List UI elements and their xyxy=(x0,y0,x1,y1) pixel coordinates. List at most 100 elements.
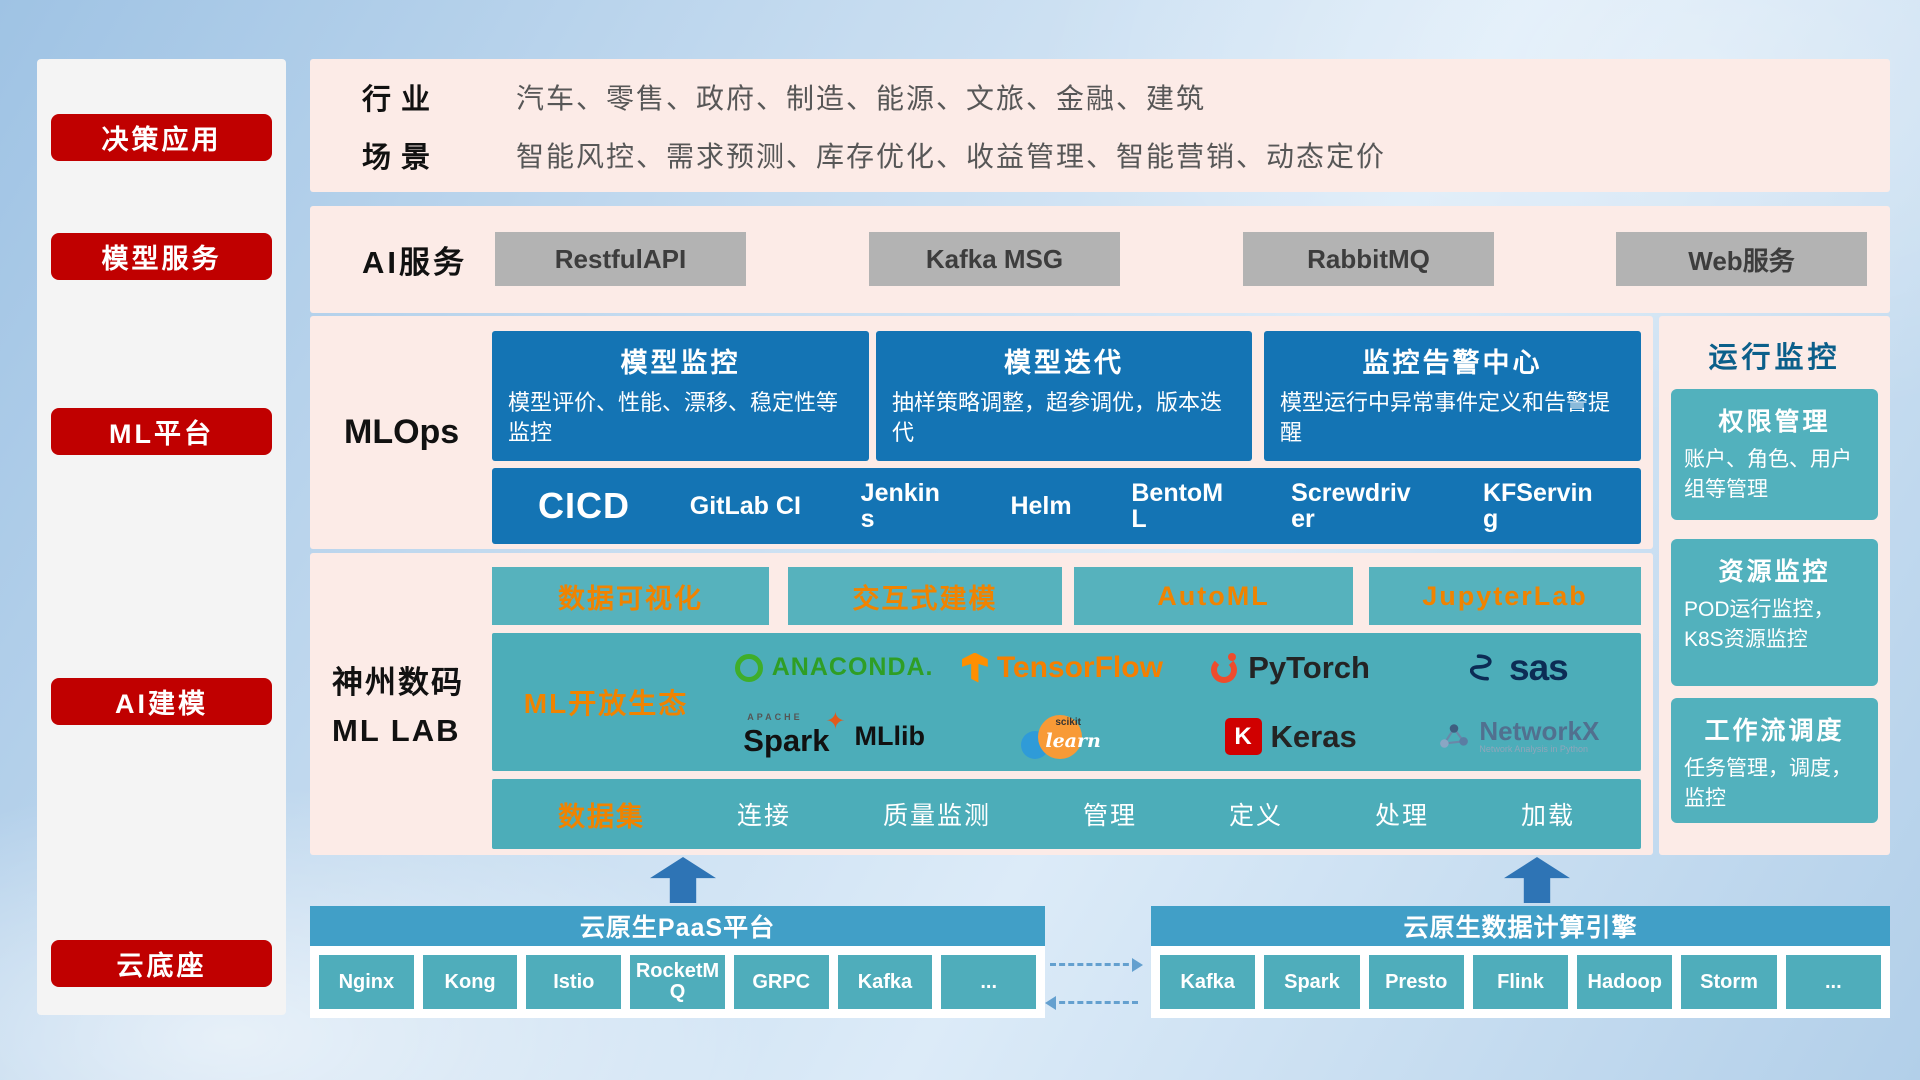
scenario-value: 智能风控、需求预测、库存优化、收益管理、智能营销、动态定价 xyxy=(516,141,1387,172)
industry-label: 行业 xyxy=(362,84,441,116)
chip-flink: Flink xyxy=(1472,955,1569,1009)
model-monitoring-card: 模型监控 模型评价、性能、漂移、稳定性等监控 xyxy=(492,331,869,461)
mllab-panel: 神州数码 ML LAB 数据可视化 交互式建模 AutoML JupyterLa… xyxy=(310,553,1653,855)
btn-data-visualization: 数据可视化 xyxy=(492,567,769,625)
pytorch-icon xyxy=(1211,652,1239,683)
ml-ecosystem-label: ML开放生态 xyxy=(523,688,689,719)
pytorch-logo: PyTorch xyxy=(1211,650,1370,686)
cicd-bar: CICD GitLab CI Jenkins Helm BentoML Scre… xyxy=(492,468,1641,544)
dataset-label: 数据集 xyxy=(558,801,645,832)
scikit-learn-logo: scikit learn xyxy=(1021,713,1103,761)
runtime-monitoring-panel: 运行监控 权限管理 账户、角色、用户组等管理 资源监控 POD运行监控，K8S资… xyxy=(1659,316,1890,855)
mllab-label-line2: ML LAB xyxy=(332,713,461,749)
paas-platform-header: 云原生PaaS平台 xyxy=(310,906,1045,946)
left-legend-column: 决策应用 模型服务 ML平台 AI建模 云底座 xyxy=(37,59,286,1015)
card-desc: 账户、角色、用户组等管理 xyxy=(1684,448,1852,502)
dataset-process: 处理 xyxy=(1374,802,1429,830)
spark-icon: APACHE Spark ✦ xyxy=(743,707,846,758)
chip-rocketmq: RocketMQ xyxy=(630,955,725,1009)
anaconda-icon xyxy=(734,653,763,682)
up-arrow-left-icon xyxy=(650,857,716,903)
scenario-row: 场景 智能风控、需求预测、库存优化、收益管理、智能营销、动态定价 xyxy=(362,135,1386,175)
permission-management-card: 权限管理 账户、角色、用户组等管理 xyxy=(1671,389,1878,520)
dataset-manage: 管理 xyxy=(1082,802,1137,830)
anaconda-logo: ANACONDA. xyxy=(734,653,934,682)
data-engine-chips: Kafka Spark Presto Flink Hadoop Storm ..… xyxy=(1151,946,1890,1018)
paas-platform-chips: Nginx Kong Istio RocketMQ GRPC Kafka ... xyxy=(310,946,1045,1018)
scikit-learn-icon: scikit learn xyxy=(1021,713,1103,761)
chip-istio: Istio xyxy=(526,955,622,1009)
chip-nginx: Nginx xyxy=(319,955,414,1009)
industry-value: 汽车、零售、政府、制造、能源、文旅、金融、建筑 xyxy=(516,83,1207,114)
mllab-label-line1: 神州数码 xyxy=(332,665,464,700)
industry-row: 行业 汽车、零售、政府、制造、能源、文旅、金融、建筑 xyxy=(362,77,1206,117)
dashed-arrow-right-icon xyxy=(1050,958,1143,972)
card-desc: 模型运行中异常事件定义和告警提醒 xyxy=(1280,390,1611,445)
legend-decision-application: 决策应用 xyxy=(51,114,272,161)
spark-mllib-logo: APACHE Spark ✦ MLlib xyxy=(743,707,925,758)
dataset-quality: 质量监测 xyxy=(882,802,991,830)
chip-more: ... xyxy=(1785,955,1881,1009)
alert-center-card: 监控告警中心 模型运行中异常事件定义和告警提醒 xyxy=(1264,331,1641,461)
up-arrow-right-icon xyxy=(1504,857,1570,903)
card-desc: 抽样策略调整，超参调优，版本迭代 xyxy=(892,390,1223,445)
btn-interactive-modeling: 交互式建模 xyxy=(788,567,1062,625)
data-engine-group: 云原生数据计算引擎 Kafka Spark Presto Flink Hadoo… xyxy=(1151,906,1890,1018)
chip-hadoop: Hadoop xyxy=(1577,955,1673,1009)
ml-ecosystem-panel: ML开放生态 ANACONDA. TensorFlow PyTorch xyxy=(492,633,1641,771)
btn-jupyterlab: JupyterLab xyxy=(1369,567,1641,625)
chip-grpc: GRPC xyxy=(733,955,829,1009)
keras-icon: K xyxy=(1224,718,1262,755)
card-title: 工作流调度 xyxy=(1704,717,1845,745)
ai-service-web: Web服务 xyxy=(1616,232,1867,286)
paas-platform-group: 云原生PaaS平台 Nginx Kong Istio RocketMQ GRPC… xyxy=(310,906,1045,1018)
sas-icon xyxy=(1470,653,1492,681)
dataset-bar: 数据集 连接 质量监测 管理 定义 处理 加载 xyxy=(492,779,1641,849)
sas-logo: sas xyxy=(1470,647,1569,689)
keras-logo: K Keras xyxy=(1224,718,1357,755)
chip-spark: Spark xyxy=(1264,955,1360,1009)
cicd-title: CICD xyxy=(538,485,630,526)
cicd-kfserving: KFServing xyxy=(1482,478,1593,533)
legend-ai-modeling: AI建模 xyxy=(51,678,272,725)
card-desc: 任务管理，调度，监控 xyxy=(1684,757,1852,811)
ml-ecosystem-logos: ANACONDA. TensorFlow PyTorch sas xyxy=(720,633,1641,771)
ai-service-label: AI服务 xyxy=(362,245,467,280)
scenario-label: 场景 xyxy=(362,142,441,174)
card-title: 资源监控 xyxy=(1718,558,1831,586)
chip-storm: Storm xyxy=(1681,955,1777,1009)
tensorflow-icon xyxy=(961,652,988,683)
card-title: 模型监控 xyxy=(620,348,741,378)
networkx-icon xyxy=(1440,724,1469,749)
dataset-load: 加载 xyxy=(1520,802,1575,830)
card-title: 监控告警中心 xyxy=(1362,348,1543,378)
legend-model-service: 模型服务 xyxy=(51,233,272,280)
legend-cloud-base: 云底座 xyxy=(51,940,272,987)
card-desc: 模型评价、性能、漂移、稳定性等监控 xyxy=(508,390,839,445)
tensorflow-logo: TensorFlow xyxy=(961,651,1163,685)
cicd-screwdriver: Screwdriver xyxy=(1291,478,1411,533)
btn-automl: AutoML xyxy=(1074,567,1353,625)
networkx-logo: NetworkX Network Analysis in Python xyxy=(1438,717,1599,755)
legend-ml-platform: ML平台 xyxy=(51,408,272,455)
cicd-bentoml: BentoML xyxy=(1131,478,1224,533)
industry-scenario-panel: 行业 汽车、零售、政府、制造、能源、文旅、金融、建筑 场景 智能风控、需求预测、… xyxy=(310,59,1890,192)
dataset-connect: 连接 xyxy=(736,802,791,830)
cicd-jenkins: Jenkins xyxy=(860,478,940,533)
data-engine-header: 云原生数据计算引擎 xyxy=(1151,906,1890,946)
runtime-monitoring-title: 运行监控 xyxy=(1708,342,1841,374)
mllab-label: 神州数码 ML LAB xyxy=(332,659,464,755)
chip-presto: Presto xyxy=(1368,955,1464,1009)
card-title: 权限管理 xyxy=(1718,408,1831,436)
resource-monitoring-card: 资源监控 POD运行监控，K8S资源监控 xyxy=(1671,539,1878,686)
card-title: 模型迭代 xyxy=(1004,348,1124,378)
ai-service-restfulapi: RestfulAPI xyxy=(495,232,746,286)
chip-more: ... xyxy=(941,955,1037,1009)
chip-kafka: Kafka xyxy=(1160,955,1256,1009)
ai-service-rabbitmq: RabbitMQ xyxy=(1243,232,1494,286)
model-iteration-card: 模型迭代 抽样策略调整，超参调优，版本迭代 xyxy=(876,331,1252,461)
chip-kafka: Kafka xyxy=(837,955,933,1009)
ai-service-kafka-msg: Kafka MSG xyxy=(869,232,1120,286)
ai-service-panel: AI服务 RestfulAPI Kafka MSG RabbitMQ Web服务 xyxy=(310,206,1890,313)
